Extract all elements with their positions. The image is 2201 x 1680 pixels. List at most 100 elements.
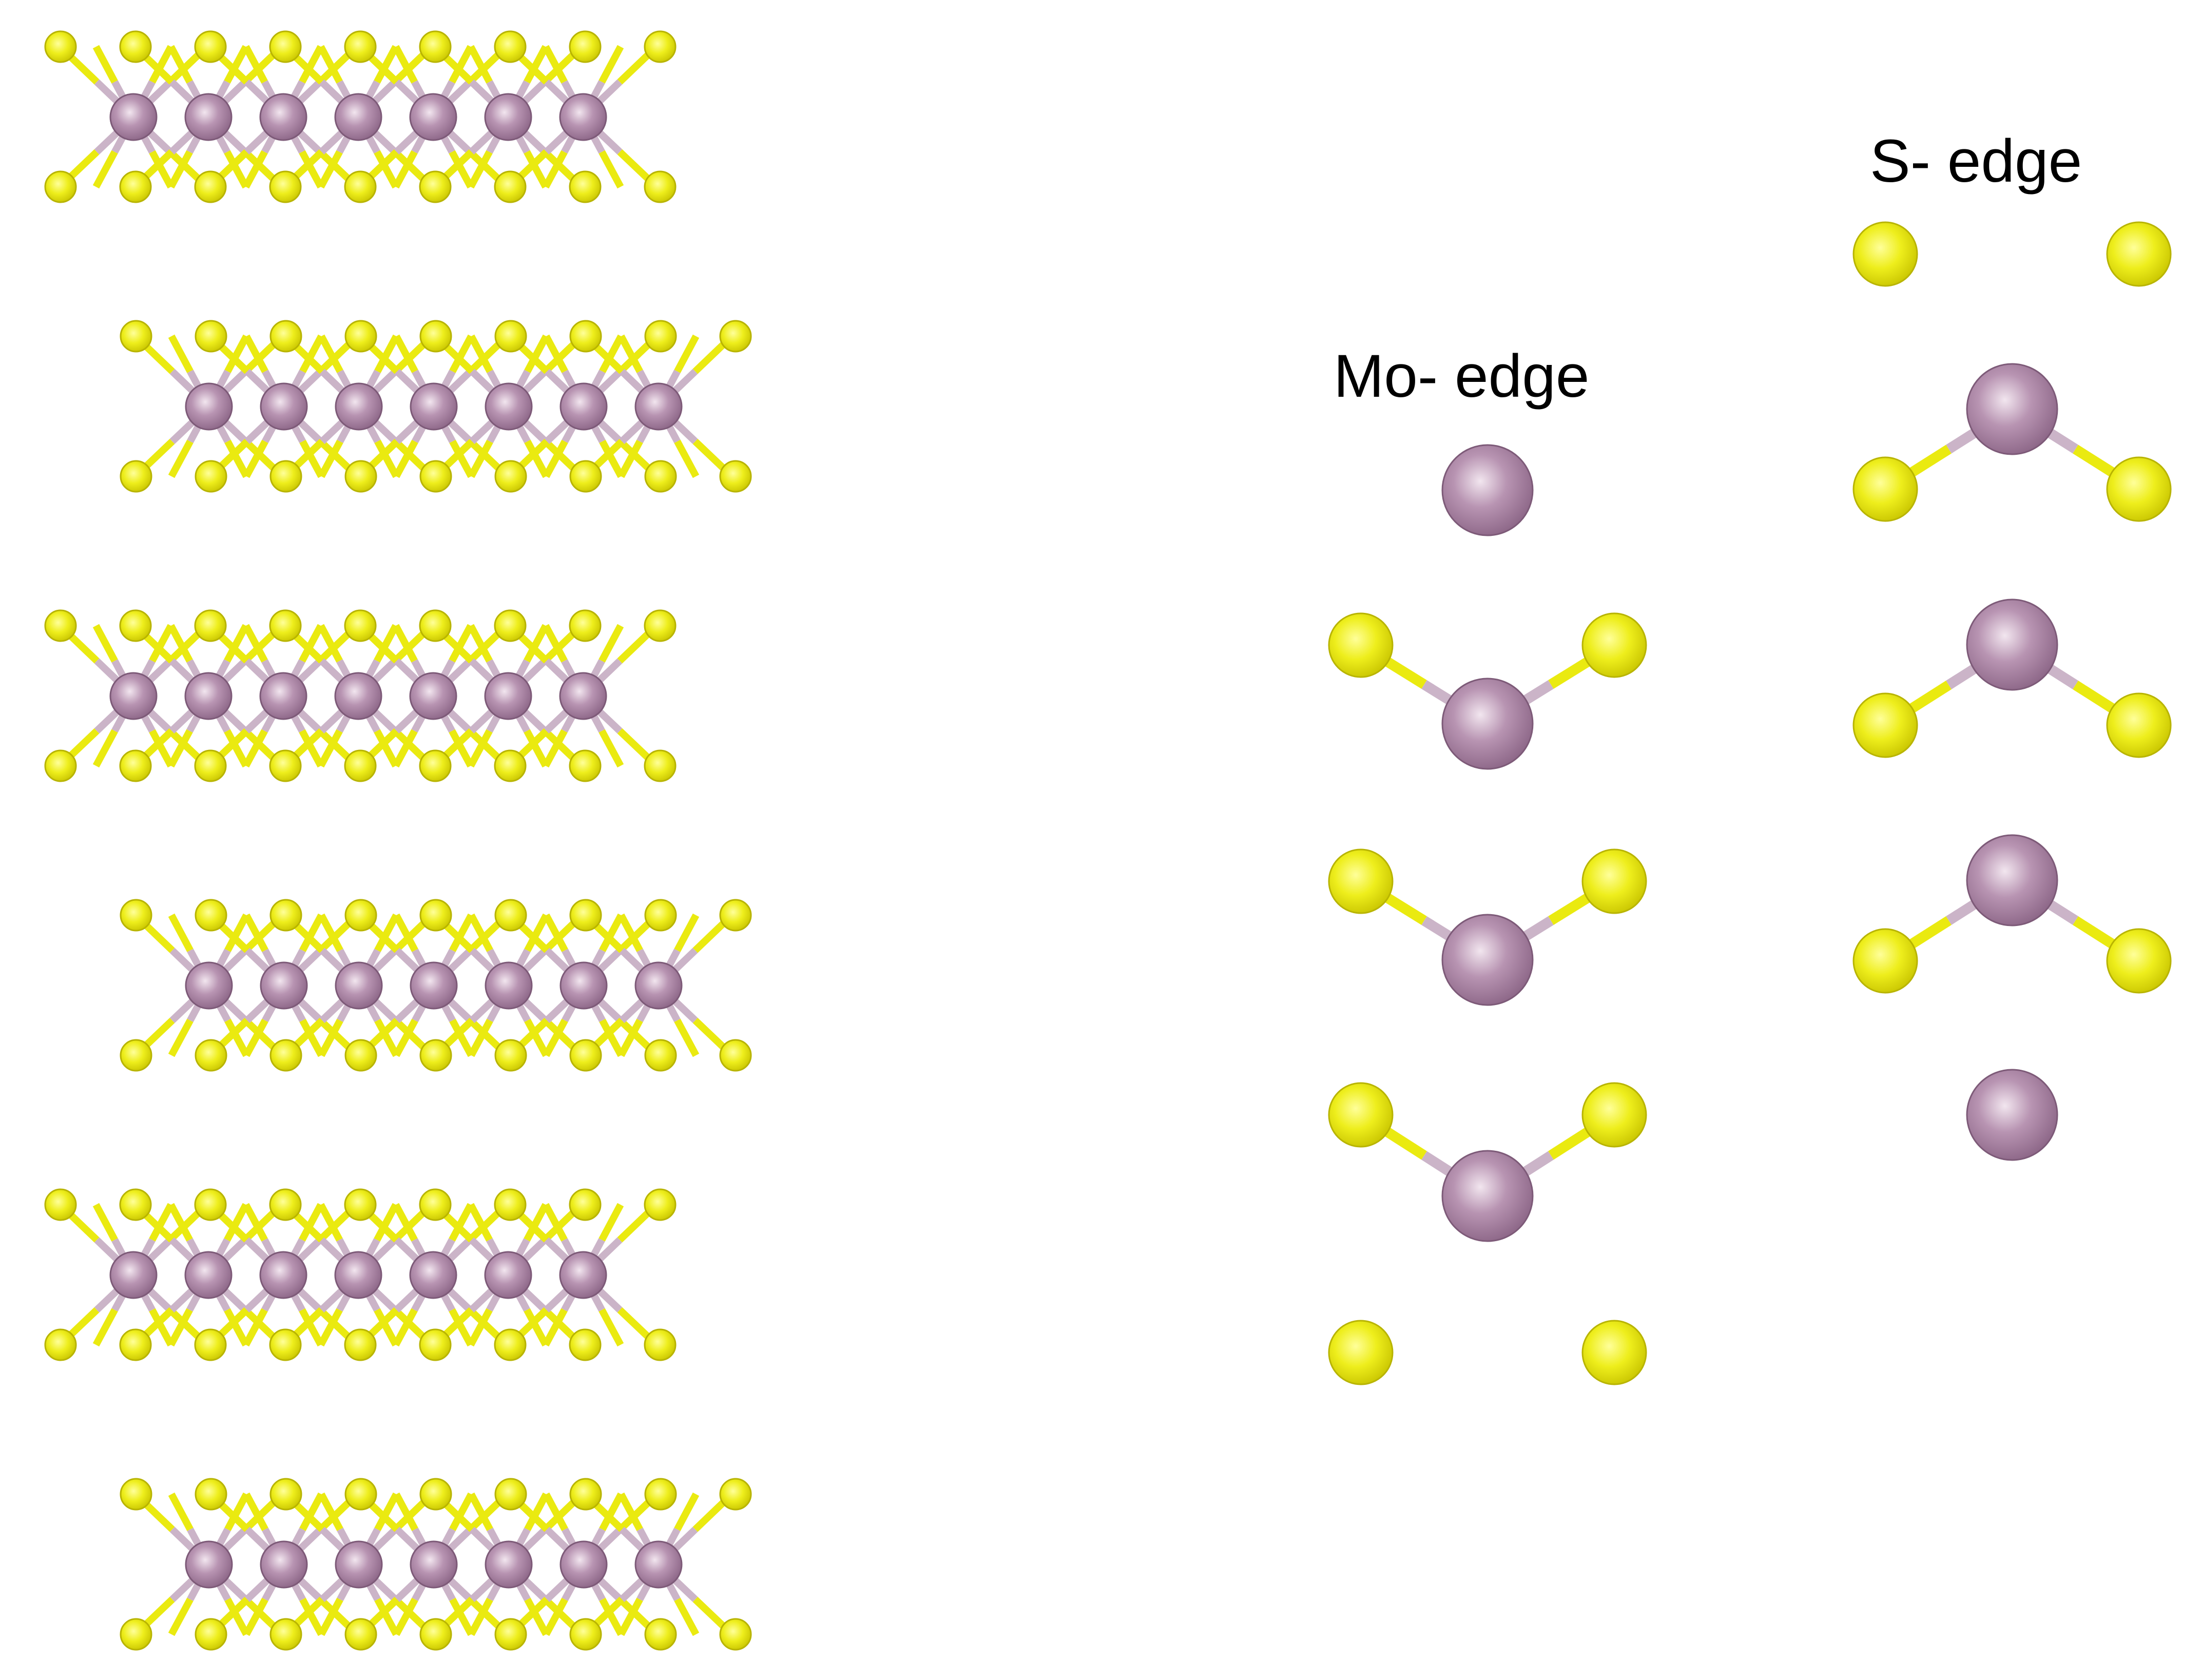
s-atom bbox=[494, 1328, 527, 1361]
mo-s-bond bbox=[674, 1018, 700, 1057]
s-atom bbox=[494, 1478, 527, 1511]
mo-s-bond bbox=[449, 1308, 474, 1347]
s-atom bbox=[719, 1478, 752, 1511]
mo-s-bond bbox=[318, 1492, 343, 1531]
s-atom bbox=[344, 1618, 377, 1651]
s-atom bbox=[2106, 692, 2172, 758]
mo-atom bbox=[185, 382, 233, 431]
mo-s-bond bbox=[92, 1203, 118, 1242]
mo-s-bond bbox=[524, 1308, 549, 1347]
mo-s-bond bbox=[299, 1492, 325, 1531]
s-atom bbox=[644, 1328, 677, 1361]
s-atom bbox=[569, 320, 602, 353]
s-atom bbox=[269, 1188, 302, 1221]
mo-s-bond bbox=[674, 439, 700, 478]
mo-s-bond bbox=[617, 1597, 643, 1636]
mo-s-bond bbox=[467, 45, 493, 84]
mo-s-bond bbox=[674, 1597, 700, 1636]
s-atom bbox=[1328, 1320, 1394, 1385]
s-atom bbox=[494, 899, 527, 932]
mo-s-bond bbox=[224, 1492, 250, 1531]
s-atom bbox=[194, 609, 227, 642]
mo-atom bbox=[484, 93, 532, 141]
mo-atom bbox=[484, 672, 532, 720]
mo-s-bond bbox=[543, 334, 568, 373]
s-atom bbox=[119, 30, 152, 63]
s-atom bbox=[269, 1039, 302, 1072]
mos2-layer-stack bbox=[44, 30, 752, 1651]
s-atom bbox=[2106, 456, 2172, 522]
s-edge-chain bbox=[1852, 221, 2172, 1161]
s-atom bbox=[2106, 221, 2172, 287]
mo-s-bond bbox=[317, 150, 343, 189]
mo-s-bond bbox=[299, 624, 324, 663]
mo-s-bond bbox=[167, 45, 193, 84]
mo-atom bbox=[334, 93, 382, 141]
mo-atom bbox=[109, 93, 158, 141]
mo-s-bond bbox=[167, 1308, 193, 1347]
s-atom bbox=[569, 1618, 602, 1651]
mo-s-bond bbox=[224, 439, 250, 478]
mo-s-bond bbox=[542, 1203, 568, 1242]
mo-s-bond bbox=[542, 1308, 568, 1347]
mo-s-bond bbox=[317, 45, 343, 84]
s-atom bbox=[644, 460, 677, 493]
s-atom bbox=[44, 1328, 77, 1361]
mo-atom bbox=[184, 672, 233, 720]
mo-s-bond bbox=[449, 150, 474, 189]
s-atom bbox=[494, 320, 527, 353]
mo-s-bond bbox=[224, 334, 250, 373]
mo-atom bbox=[485, 961, 533, 1010]
mo-s-bond bbox=[392, 1203, 418, 1242]
mo-atom bbox=[184, 93, 233, 141]
mo-s-bond bbox=[149, 1203, 175, 1242]
s-atom bbox=[194, 170, 227, 203]
mo-s-bond bbox=[674, 334, 700, 373]
mo-s-bond bbox=[374, 1203, 399, 1242]
mo-s-bond bbox=[467, 729, 493, 768]
mo-atom bbox=[334, 1251, 382, 1299]
mo-s-bond bbox=[168, 334, 194, 373]
s-atom bbox=[194, 1328, 227, 1361]
s-atom bbox=[344, 899, 377, 932]
s-atom bbox=[344, 1478, 377, 1511]
mo-atom bbox=[409, 672, 457, 720]
mo-atom bbox=[260, 961, 308, 1010]
mo-atom bbox=[559, 961, 608, 1010]
mo-s-bond bbox=[524, 45, 549, 84]
s-atom bbox=[1852, 692, 1918, 758]
mo-s-bond bbox=[167, 150, 193, 189]
mo-s-bond bbox=[168, 1018, 194, 1057]
mo-s-bond bbox=[242, 45, 268, 84]
mo-s-bond bbox=[374, 45, 399, 84]
mo-s-bond bbox=[543, 1018, 568, 1057]
mo-atom bbox=[410, 1540, 458, 1589]
s-atom bbox=[1852, 456, 1918, 522]
s-atom bbox=[344, 609, 377, 642]
s-atom bbox=[1852, 221, 1918, 287]
mo-atom bbox=[259, 1251, 307, 1299]
s-atom bbox=[44, 1188, 77, 1221]
mo-s-bond bbox=[468, 1597, 493, 1636]
s-atom bbox=[1581, 848, 1647, 914]
s-atom bbox=[120, 1039, 152, 1072]
mo-s-bond bbox=[224, 45, 249, 84]
mo-atom bbox=[484, 1251, 532, 1299]
s-atom bbox=[569, 1328, 602, 1361]
s-atom bbox=[120, 320, 152, 353]
mo-s-bond bbox=[299, 913, 325, 952]
mo-atom bbox=[1966, 598, 2058, 691]
mo-s-bond bbox=[299, 1203, 324, 1242]
mo-s-bond bbox=[318, 334, 343, 373]
s-atom bbox=[120, 1478, 152, 1511]
mo-s-bond bbox=[224, 729, 249, 768]
mos2-layer bbox=[120, 899, 752, 1072]
mo-s-bond bbox=[374, 1492, 400, 1531]
s-atom bbox=[194, 749, 227, 782]
mo-s-bond bbox=[149, 624, 175, 663]
mo-s-bond bbox=[392, 1308, 418, 1347]
mo-s-bond bbox=[317, 729, 343, 768]
mo-s-bond bbox=[524, 729, 549, 768]
s-atom bbox=[44, 30, 77, 63]
mo-s-bond bbox=[149, 729, 175, 768]
